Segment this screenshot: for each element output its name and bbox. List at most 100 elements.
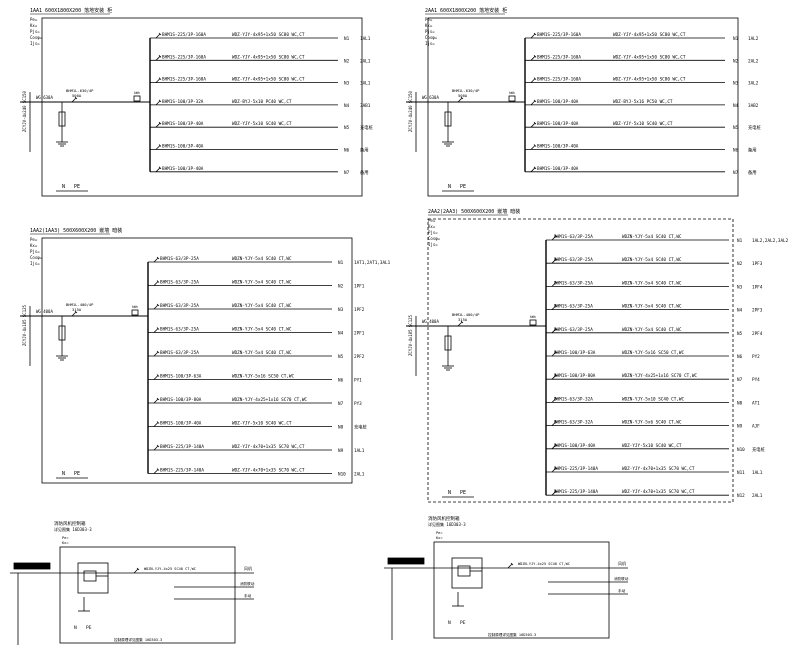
breaker-contact-icon [153,328,159,333]
small-neutral-label: N [74,625,77,631]
breaker-mark-icon [460,96,464,100]
circuit-id-label: N5 [344,125,350,131]
breaker-mark-icon [554,304,558,307]
neutral-bus-label: N [448,490,451,496]
incoming-breaker-label: BHM1L-630/4P [452,88,480,93]
breaker-mark-icon [554,373,558,377]
param-label: Cosφ= [428,236,441,241]
circuit-breaker-label: BHM1S-225/3P-160A [537,32,581,38]
circuit-breaker-label: BHM1S-63/3P-25A [160,280,199,286]
pe-bus-label: PE [460,490,466,496]
circuit-breaker-label: BHM1S-100/3P-40A [162,144,204,150]
breaker-mark-icon [158,121,162,125]
breaker-contact-icon [71,97,77,103]
circuit-load-label: AT1 [752,400,760,406]
surge-protector-icon [58,325,66,341]
breaker-mark-icon [554,397,558,400]
meter-label: kWh [530,315,536,319]
breaker-mark-icon [74,96,78,100]
breaker-mark-icon [156,280,160,283]
circuit-cable-label: WDZ-YJY-4x95+1x50 SC80 WC,CT [232,54,305,60]
breaker-mark-icon [554,257,558,261]
breaker-contact-icon [551,444,557,450]
circuit-cable-label: WDZN-YJY-5x4 SC40 CT,WC [232,350,292,356]
breaker-contact-icon [551,305,557,310]
small-pe-label: PE [460,620,466,626]
circuit-id-label: N3 [344,81,350,87]
breaker-contact-icon [551,351,557,357]
circuit-id-label: N7 [344,170,350,176]
output-load-label: 风机 [244,565,252,571]
circuit-load-label: 2PF2 [354,354,365,360]
param-label: Pjs= [428,230,438,235]
circuit-cable-label: WDZ-YJY-4x70+1x35 SC70 WC,CT [232,444,305,450]
circuit-breaker-label: BHM1S-63/3P-25A [160,256,199,262]
circuit-id-label: N7 [338,401,344,407]
circuit-cable-label: WDZN-YJY-5x4 SC40 CT,WC [232,256,292,262]
breaker-mark-icon [156,374,160,377]
breaker-contact-icon [551,398,557,403]
circuit-id-label: N2 [344,58,350,64]
breaker-contact-icon [155,167,161,173]
circuit-breaker-label: BHM1S-63/3P-25A [160,350,199,356]
circuit-cable-label: WDZN-YJY-5x4 SC40 CT,WC [622,257,682,263]
breaker-contact-icon [153,445,159,451]
circuit-id-label: N1 [344,36,350,42]
breaker-mark-icon [554,350,558,354]
circuit-load-label: 充电桩 [748,124,762,131]
circuit-id-label: N8 [338,425,344,431]
circuit-id-label: N7 [737,377,743,383]
output-load-label: 风机 [618,560,626,566]
breaker-mark-icon [554,443,558,447]
circuit-breaker-label: BHM1S-63/3P-25A [160,303,199,309]
meter-icon [131,309,139,316]
breaker-mark-icon [156,421,160,424]
breaker-contact-icon [153,351,159,357]
small-incoming-tag-icon [13,562,51,570]
breaker-contact-icon [71,311,77,317]
breaker-mark-icon [554,489,558,493]
circuit-cable-label: WDZN-YJY-5x16 SC50 CT,WC [232,374,294,380]
breaker-contact-icon [551,235,557,241]
breaker-mark-icon [460,320,464,324]
breaker-contact-icon [155,145,161,150]
param-label: Kx= [428,224,436,229]
breaker-contact-icon [153,422,159,427]
small-panel-subtitle: 详见图集 16D303-3 [428,521,466,527]
neutral-bus-label: N [448,184,451,190]
circuit-breaker-label: BHM1S-100/3P-80A [160,397,202,403]
circuit-id-label: N5 [737,331,743,337]
output-cable-label: WDZN-YJY-4x25 SC40 CT,WC [518,562,570,566]
circuit-cable-label: WDZN-YJY-4x25+1x16 SC70 CT,WC [232,397,307,403]
circuit-cable-label: WDZ-YJY-5x10 SC40 WC,CT [232,121,292,127]
circuit-id-label: N10 [737,447,745,453]
circuit-load-label: 3AB2 [748,103,759,109]
panel-title: 2AA2(2AA3) 500X600X200 嵌墙 暗装 [428,208,520,215]
circuit-id-label: N5 [338,354,344,360]
circuit-load-label: AJF [752,424,760,430]
small-neutral-label: N [448,620,451,626]
incoming-rating-label: 315A [72,307,82,312]
circuit-load-label: 备用 [748,169,757,176]
circuit-breaker-label: BHM1S-225/3P-140A [160,468,204,474]
incoming-breaker-label: BHM1L-630/4P [66,88,94,93]
circuit-id-label: N2 [737,261,743,267]
circuit-load-label: 2AL2 [748,58,759,64]
circuit-breaker-label: BHM1S-100/3P-40A [537,121,579,127]
circuit-cable-label: WDZN-YJY-5x4 SC40 CT,WC [232,280,292,286]
meter-icon [133,95,141,102]
small-panel-title: 消防风机控制箱 [428,515,460,522]
breaker-mark-icon [533,166,537,170]
circuit-id-label: N1 [338,260,344,266]
circuit-load-label: 3AL1 [360,81,371,87]
panel-p1: 1AA1 600X1800X200 落地安装 柜Pe=Kx=Pjs=Cosφ=I… [20,7,374,197]
incoming-cable-label: WG 630A [36,95,53,100]
incoming-rating-label: 500A [72,93,82,98]
circuit-load-label: PY3 [354,401,362,407]
breaker-mark-icon [156,468,160,471]
